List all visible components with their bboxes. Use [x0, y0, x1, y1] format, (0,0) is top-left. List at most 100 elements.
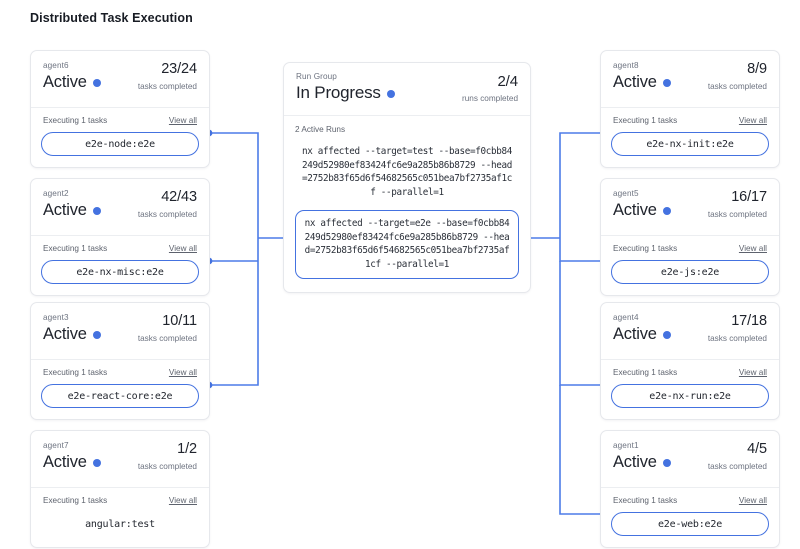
agent-card-agent4[interactable]: agent4 Active 17/18 tasks completed Exec… — [600, 302, 780, 420]
agent-status-label: Active — [43, 201, 87, 219]
agent-progress-count: 8/9 — [747, 61, 767, 77]
status-dot-icon — [92, 331, 101, 339]
status-dot-icon — [662, 79, 671, 87]
task-pill[interactable]: e2e-nx-run:e2e — [611, 384, 769, 408]
task-pill[interactable]: e2e-node:e2e — [41, 132, 199, 156]
agent-name: agent5 — [613, 189, 639, 198]
view-all-link[interactable]: View all — [738, 496, 767, 505]
agent-status-label: Active — [613, 325, 657, 343]
agent-status-label: Active — [43, 325, 87, 343]
status-dot-icon — [92, 79, 101, 87]
agent-card-agent3[interactable]: agent3 Active 10/11 tasks completed Exec… — [30, 302, 210, 420]
executing-label: Executing 1 tasks — [43, 244, 108, 253]
executing-label: Executing 1 tasks — [613, 116, 678, 125]
agent-progress-count: 17/18 — [731, 313, 767, 329]
run-group-progress-count: 2/4 — [497, 73, 518, 90]
agent-name: agent2 — [43, 189, 69, 198]
status-dot-icon — [92, 207, 101, 215]
task-pill[interactable]: e2e-js:e2e — [611, 260, 769, 284]
agent-card-agent2[interactable]: agent2 Active 42/43 tasks completed Exec… — [30, 178, 210, 296]
view-all-link[interactable]: View all — [738, 368, 767, 377]
agent-status-label: Active — [43, 73, 87, 91]
agent-card-agent5[interactable]: agent5 Active 16/17 tasks completed Exec… — [600, 178, 780, 296]
agent-progress-count: 10/11 — [162, 313, 197, 329]
agent-status-label: Active — [613, 453, 657, 471]
view-all-link[interactable]: View all — [168, 116, 197, 125]
agent-card-agent6[interactable]: agent6 Active 23/24 tasks completed Exec… — [30, 50, 210, 168]
run-group-status: In Progress — [296, 83, 518, 103]
agent-status: Active — [613, 72, 767, 92]
agent-card-body: Executing 1 tasks View all angular:test — [31, 487, 209, 547]
task-pill[interactable]: e2e-react-core:e2e — [41, 384, 199, 408]
agent-progress-label: tasks completed — [707, 462, 767, 471]
agent-progress-label: tasks completed — [137, 334, 197, 343]
agent-progress-label: tasks completed — [137, 210, 197, 219]
agent-progress-label: tasks completed — [137, 82, 197, 91]
agent-progress: 1/2 tasks completed — [138, 441, 197, 472]
agent-status: Active — [43, 72, 197, 92]
run-command[interactable]: nx affected --target=test --base=f0cbb84… — [302, 146, 512, 198]
view-all-link[interactable]: View all — [168, 496, 197, 505]
agent-task-header: Executing 1 tasks View all — [41, 368, 199, 377]
agent-progress-count: 16/17 — [731, 189, 767, 205]
agent-card-body: Executing 1 tasks View all e2e-nx-misc:e… — [31, 235, 209, 295]
view-all-link[interactable]: View all — [168, 244, 197, 253]
agent-progress: 42/43 tasks completed — [138, 189, 197, 220]
agent-card-body: Executing 1 tasks View all e2e-nx-init:e… — [601, 107, 779, 167]
agent-progress: 8/9 tasks completed — [708, 61, 767, 92]
agent-name: agent8 — [613, 61, 639, 70]
agent-progress-label: tasks completed — [707, 334, 767, 343]
agent-task-header: Executing 1 tasks View all — [41, 496, 199, 505]
agent-status: Active — [43, 452, 197, 472]
view-all-link[interactable]: View all — [738, 244, 767, 253]
agent-progress: 23/24 tasks completed — [138, 61, 197, 92]
agent-card-header: agent2 Active 42/43 tasks completed — [31, 179, 209, 235]
agent-card-header: agent7 Active 1/2 tasks completed — [31, 431, 209, 487]
agent-card-agent7[interactable]: agent7 Active 1/2 tasks completed Execut… — [30, 430, 210, 548]
agent-card-body: Executing 1 tasks View all e2e-nx-run:e2… — [601, 359, 779, 419]
agent-progress: 16/17 tasks completed — [708, 189, 767, 220]
executing-label: Executing 1 tasks — [613, 368, 678, 377]
run-group-card[interactable]: Run Group In Progress 2/4 runs completed… — [283, 62, 531, 293]
run-command-highlighted[interactable]: nx affected --target=e2e --base=f0cbb842… — [295, 210, 519, 279]
status-dot-icon — [92, 459, 101, 467]
view-all-link[interactable]: View all — [738, 116, 767, 125]
run-group-header: Run Group In Progress 2/4 runs completed — [284, 63, 530, 115]
task-label[interactable]: angular:test — [85, 518, 155, 530]
agent-card-body: Executing 1 tasks View all e2e-web:e2e — [601, 487, 779, 547]
run-group-kicker: Run Group — [296, 72, 337, 81]
agent-card-header: agent6 Active 23/24 tasks completed — [31, 51, 209, 107]
agent-status-label: Active — [613, 73, 657, 91]
task-pill[interactable]: e2e-web:e2e — [611, 512, 769, 536]
view-all-link[interactable]: View all — [168, 368, 197, 377]
run-group-progress-label: runs completed — [462, 94, 518, 103]
agent-progress-count: 4/5 — [747, 441, 767, 457]
executing-label: Executing 1 tasks — [613, 496, 678, 505]
agent-task-header: Executing 1 tasks View all — [41, 244, 199, 253]
agent-card-body: Executing 1 tasks View all e2e-react-cor… — [31, 359, 209, 419]
agent-status: Active — [613, 324, 767, 344]
agent-task-header: Executing 1 tasks View all — [611, 244, 769, 253]
agent-progress-count: 23/24 — [161, 61, 197, 77]
agent-name: agent3 — [43, 313, 69, 322]
agent-card-agent1[interactable]: agent1 Active 4/5 tasks completed Execut… — [600, 430, 780, 548]
agent-progress-label: tasks completed — [707, 82, 767, 91]
agent-progress: 10/11 tasks completed — [138, 313, 197, 344]
agent-card-agent8[interactable]: agent8 Active 8/9 tasks completed Execut… — [600, 50, 780, 168]
status-dot-icon — [386, 90, 395, 98]
edge-agent6-to-run-group — [209, 132, 259, 238]
run-group-body: 2 Active Runs nx affected --target=test … — [284, 115, 530, 292]
agent-progress: 17/18 tasks completed — [708, 313, 767, 344]
task-pill[interactable]: e2e-nx-init:e2e — [611, 132, 769, 156]
agent-card-header: agent4 Active 17/18 tasks completed — [601, 303, 779, 359]
agent-card-header: agent1 Active 4/5 tasks completed — [601, 431, 779, 487]
executing-label: Executing 1 tasks — [43, 116, 108, 125]
status-dot-icon — [662, 331, 671, 339]
run-group-progress: 2/4 runs completed — [462, 73, 518, 104]
agent-card-body: Executing 1 tasks View all e2e-js:e2e — [601, 235, 779, 295]
agent-name: agent6 — [43, 61, 69, 70]
task-pill[interactable]: e2e-nx-misc:e2e — [41, 260, 199, 284]
agent-card-header: agent3 Active 10/11 tasks completed — [31, 303, 209, 359]
agent-card-header: agent8 Active 8/9 tasks completed — [601, 51, 779, 107]
active-runs-label: 2 Active Runs — [295, 125, 346, 134]
